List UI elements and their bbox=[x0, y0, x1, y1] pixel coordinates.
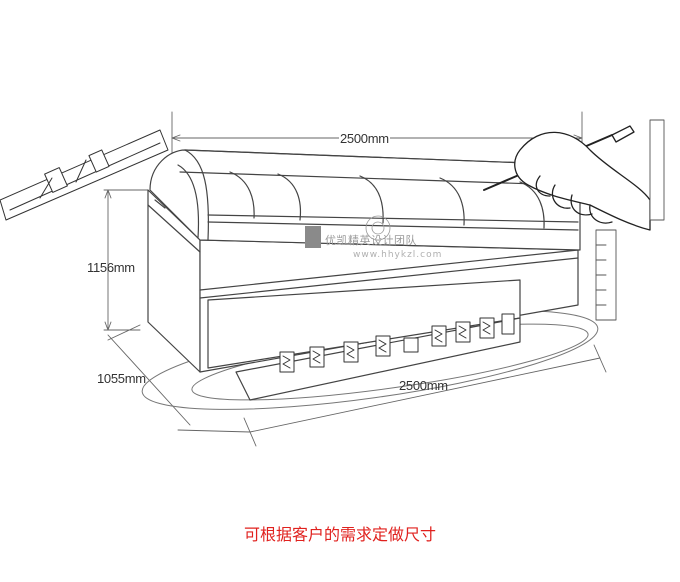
watermark-company: 优凯精英设计团队 bbox=[325, 234, 417, 247]
cabinet-body bbox=[147, 149, 581, 401]
depth-dimension-line bbox=[107, 324, 251, 433]
depth-label: 1055mm bbox=[97, 371, 146, 386]
bottom-dimension-line bbox=[243, 344, 607, 447]
top-width-label: 2500mm bbox=[339, 131, 390, 146]
watermark-url: www.hhykzl.com bbox=[353, 250, 443, 260]
vent-grilles bbox=[279, 313, 515, 373]
caliper-sketch bbox=[0, 129, 169, 221]
watermark-ornament bbox=[305, 215, 391, 248]
hand-pencil-sketch bbox=[483, 125, 651, 231]
height-label: 1156mm bbox=[87, 260, 135, 275]
bottom-width-label: 2500mm bbox=[399, 378, 448, 393]
ruler-sketch bbox=[595, 119, 665, 321]
custom-size-caption: 可根据客户的需求定做尺寸 bbox=[243, 525, 436, 544]
height-dimension-line bbox=[103, 189, 149, 331]
